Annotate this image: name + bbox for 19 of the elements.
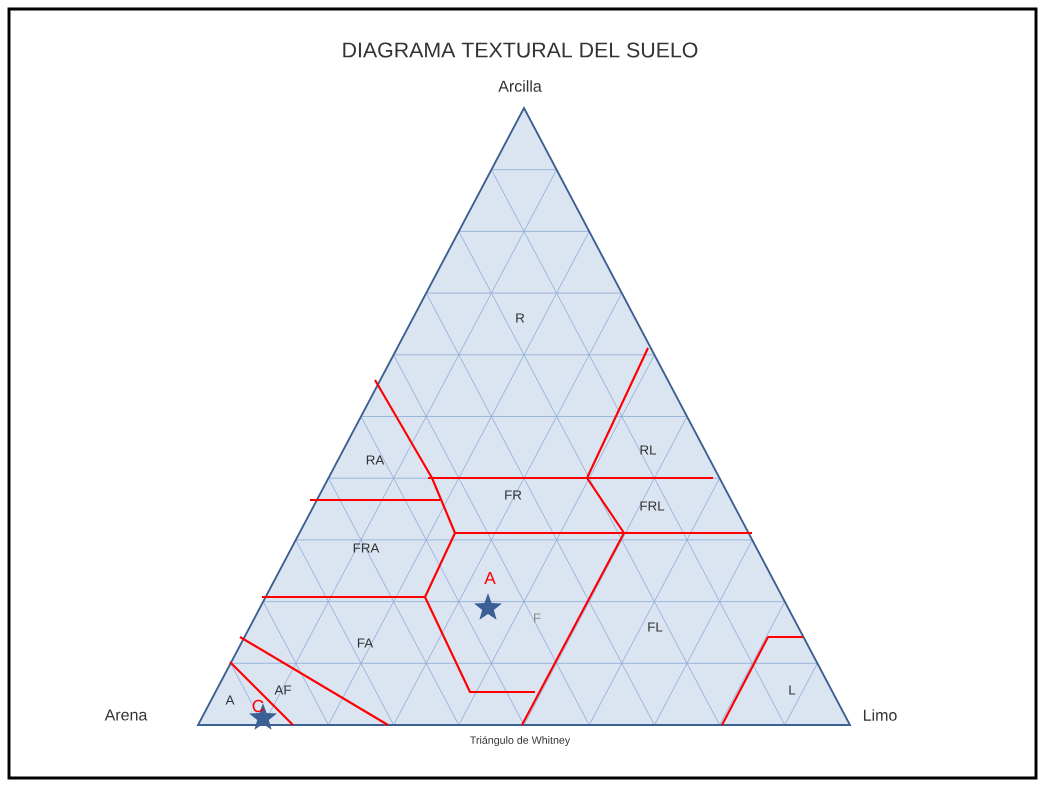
- region-label: RA: [366, 455, 385, 465]
- region-label: FL: [648, 622, 663, 632]
- region-label: F: [534, 613, 541, 623]
- axis-label: Arena: [104, 709, 148, 721]
- region-label: FR: [505, 490, 522, 500]
- region-label: R: [516, 313, 525, 323]
- region-label: FRL: [640, 501, 665, 511]
- region-label: A: [225, 695, 235, 705]
- region-label: L: [789, 685, 796, 695]
- title: DIAGRAMA TEXTURAL DEL SUELO: [343, 42, 698, 58]
- region-label: RL: [640, 445, 657, 455]
- caption: Triángulo de Whitney: [470, 735, 571, 747]
- sample-label: C: [252, 699, 264, 713]
- region-label: FRA: [353, 543, 380, 553]
- region-label: AF: [274, 685, 291, 695]
- sample-label: A: [484, 572, 496, 584]
- axis-label: Arcilla: [498, 80, 542, 92]
- axis-label: Limo: [864, 709, 897, 721]
- region-label: FA: [357, 638, 374, 648]
